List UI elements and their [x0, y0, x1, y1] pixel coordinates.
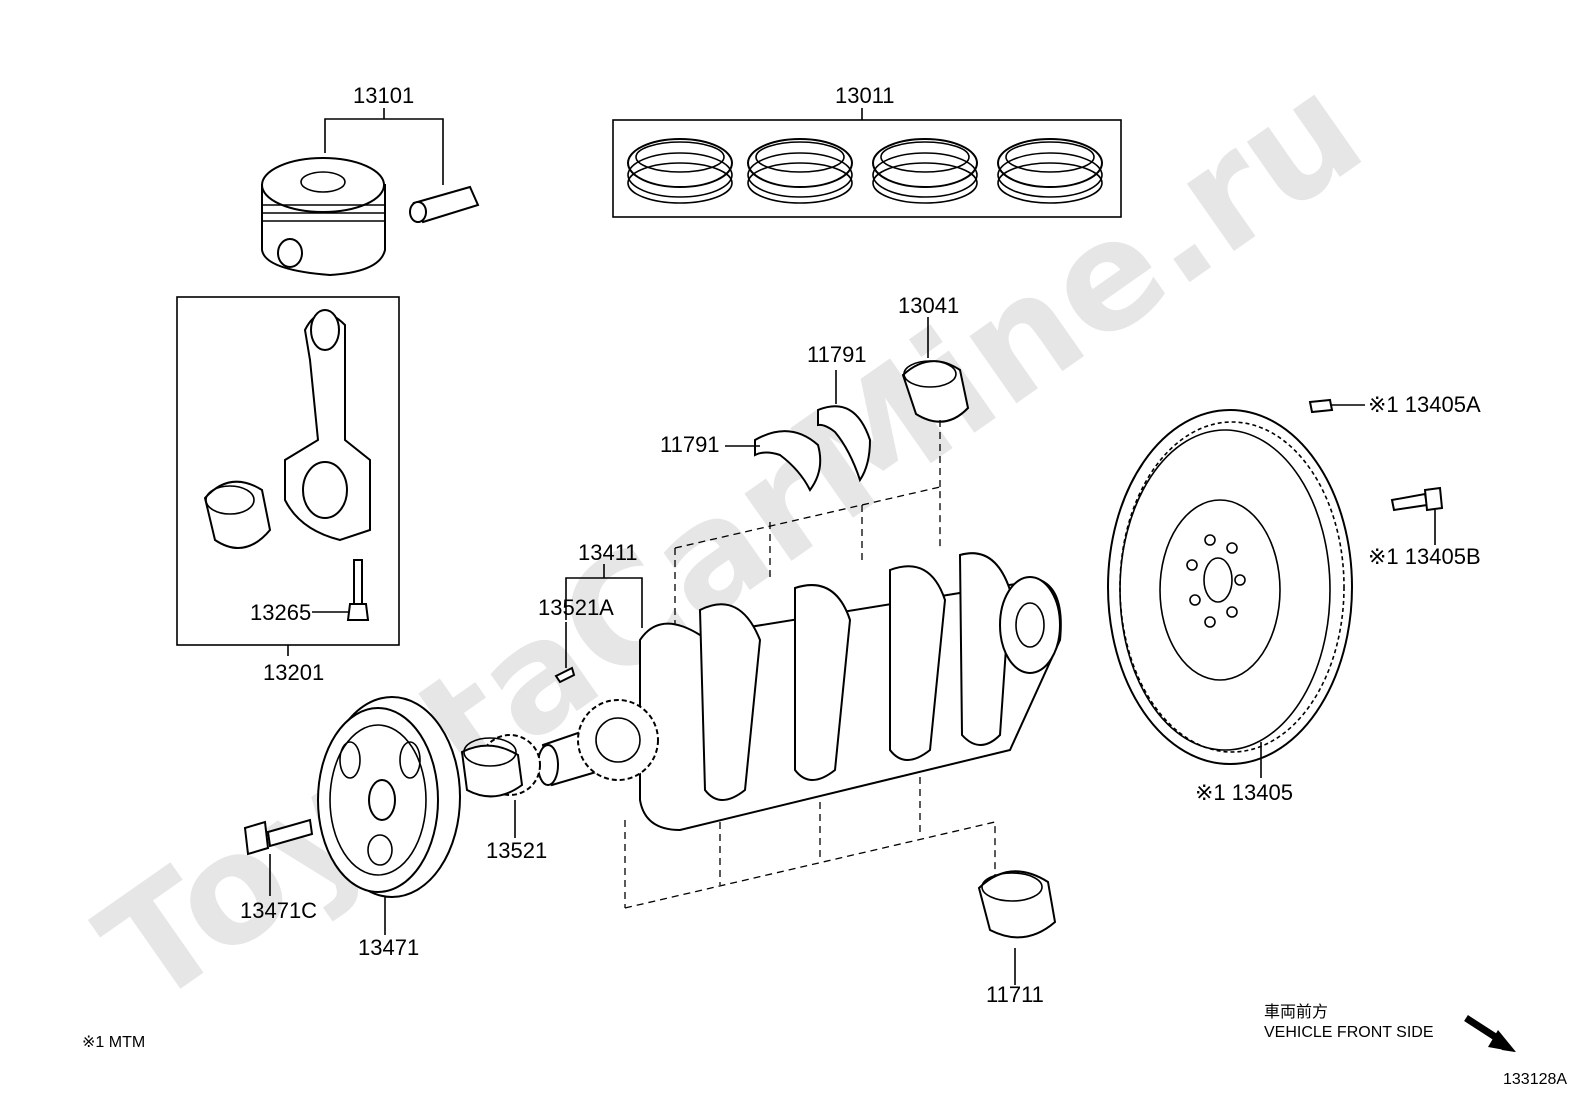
- diagram-id: 133128A: [1503, 1071, 1567, 1088]
- label-11791-lower: 11791: [660, 432, 720, 457]
- label-13405A: ※1 13405A: [1368, 392, 1481, 417]
- label-13521A: 13521A: [538, 595, 614, 620]
- crankshaft-group[interactable]: [537, 552, 1062, 832]
- label-13405B: ※1 13405B: [1368, 544, 1481, 569]
- upper-main-bearing[interactable]: [901, 317, 970, 423]
- label-13521: 13521: [486, 838, 547, 863]
- label-11711: 11711: [986, 982, 1044, 1007]
- crank-pulley-group[interactable]: [243, 696, 461, 935]
- alignment-lines: [624, 420, 996, 909]
- footnote: ※1 MTM: [82, 1034, 145, 1051]
- ring-set-4: [997, 138, 1103, 204]
- ring-set-2: [747, 138, 853, 204]
- ring-set-3: [872, 138, 978, 204]
- connecting-rod-group[interactable]: [176, 296, 400, 656]
- label-13471: 13471: [358, 935, 419, 960]
- piston-group[interactable]: [261, 108, 480, 277]
- timing-sprocket-group[interactable]: [460, 734, 541, 838]
- flywheel-group[interactable]: [1107, 398, 1444, 778]
- ring-set-1: [627, 138, 733, 204]
- label-13041: 13041: [898, 293, 959, 318]
- thrust-washer-group[interactable]: [725, 370, 872, 492]
- label-13011: 13011: [835, 83, 895, 108]
- label-13411: 13411: [578, 540, 638, 565]
- label-13265: 13265: [250, 600, 311, 625]
- label-13201: 13201: [263, 660, 324, 685]
- front-side-jp: 車両前方: [1264, 1003, 1328, 1021]
- label-13471C: 13471C: [240, 898, 317, 923]
- lower-main-bearing[interactable]: [977, 870, 1057, 985]
- label-13101: 13101: [353, 83, 414, 108]
- woodruff-key[interactable]: [554, 622, 576, 684]
- label-13405: ※1 13405: [1195, 780, 1293, 805]
- front-arrow-icon: [1464, 1015, 1516, 1052]
- label-11791-upper: 11791: [807, 342, 867, 367]
- piston-rings-group[interactable]: [612, 108, 1122, 218]
- front-side-en: VEHICLE FRONT SIDE: [1264, 1024, 1434, 1041]
